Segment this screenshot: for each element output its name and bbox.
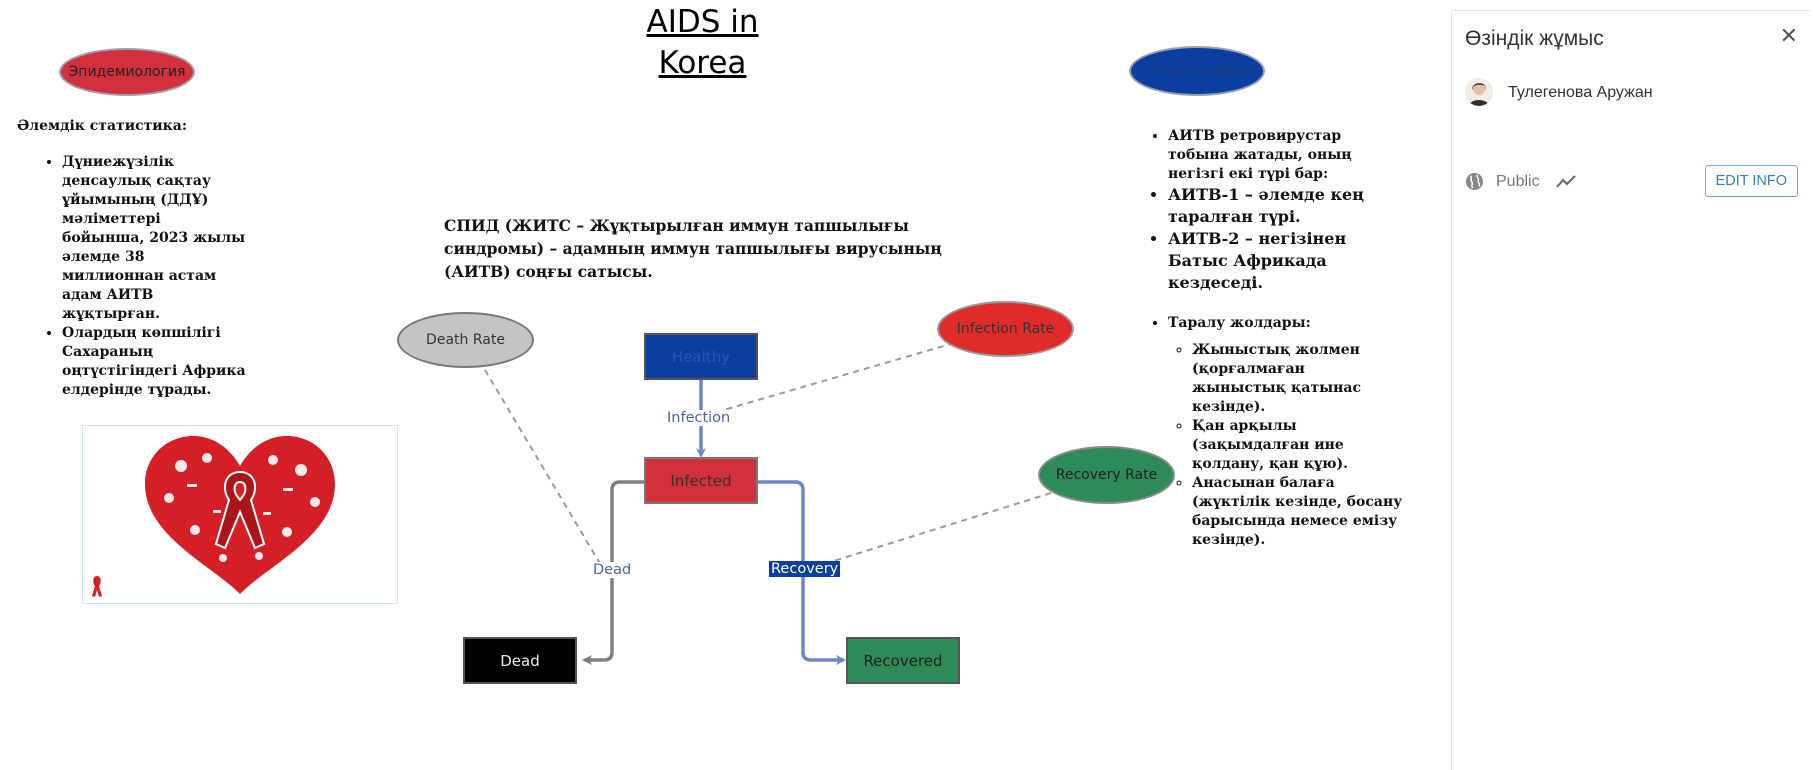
- recovery-flow-label[interactable]: Recovery: [769, 561, 841, 577]
- diagram-canvas: AIDS in Korea Эпидемиология Этиологиясы …: [0, 0, 1450, 760]
- epidemiology-node[interactable]: Эпидемиология: [59, 48, 195, 96]
- globe-icon: [1465, 172, 1484, 196]
- edit-info-button[interactable]: EDIT INFO: [1704, 165, 1798, 197]
- visibility-status: Public: [1496, 173, 1540, 190]
- avatar[interactable]: [1465, 78, 1493, 106]
- recovered-node[interactable]: Recovered: [846, 637, 960, 684]
- list-item: Анасынан балаға (жүктілік кезінде, босан…: [1192, 474, 1403, 550]
- healthy-node[interactable]: Healthy: [644, 333, 758, 380]
- recovery-rate-node[interactable]: Recovery Rate: [1038, 446, 1175, 504]
- aids-definition: СПИД (ЖИТС – Жұқтырылған иммун тапшылығы…: [444, 216, 942, 281]
- info-panel: Өзіндік жұмыс ✕ Тулегенова Аружан Public…: [1451, 10, 1810, 770]
- infected-node[interactable]: Infected: [644, 457, 758, 504]
- list-item: Қан арқылы (зақымдалған ине қолдану, қан…: [1192, 417, 1403, 474]
- close-icon[interactable]: ✕: [1779, 23, 1798, 48]
- world-statistics-heading: Әлемдік статистика:: [17, 118, 188, 134]
- etiology-list: АИТВ ретровирустар тобына жатады, оның н…: [1148, 127, 1403, 550]
- recovery-rate-link: [802, 492, 1052, 573]
- aids-heart-image: [82, 425, 398, 604]
- death-rate-node[interactable]: Death Rate: [397, 312, 534, 368]
- etiology-node[interactable]: Этиологиясы: [1129, 46, 1265, 96]
- author-name[interactable]: Тулегенова Аружан: [1508, 84, 1653, 101]
- dead-flow-label[interactable]: Dead: [592, 562, 633, 578]
- list-item: АИТВ ретровирустар тобына жатады, оның н…: [1168, 127, 1403, 184]
- infection-flow-label[interactable]: Infection: [666, 410, 732, 426]
- panel-title: Өзіндік жұмыс: [1465, 27, 1604, 50]
- list-item: Дүниежүзілік денсаулық сақтау ұйымының (…: [62, 153, 247, 324]
- trend-icon[interactable]: [1556, 173, 1576, 194]
- page-title: AIDS in Korea: [646, 4, 759, 81]
- list-item: Жыныстық жолмен (қорғалмаған жыныстық қа…: [1192, 341, 1403, 417]
- death-rate-link: [484, 369, 606, 573]
- dead-node[interactable]: Dead: [463, 637, 577, 684]
- statistics-list: Дүниежүзілік денсаулық сақтау ұйымының (…: [42, 153, 247, 400]
- aids-ribbon-icon: [92, 576, 102, 597]
- list-item: АИТВ-1 – әлемде кең таралған түрі.: [1168, 184, 1403, 228]
- list-item: Олардың көпшілігі Сахараның оңтүстігінде…: [62, 324, 247, 400]
- list-item: Таралу жолдары:: [1168, 314, 1403, 333]
- infection-rate-node[interactable]: Infection Rate: [937, 301, 1074, 357]
- list-item: АИТВ-2 – негізінен Батыс Африкада кездес…: [1168, 228, 1403, 294]
